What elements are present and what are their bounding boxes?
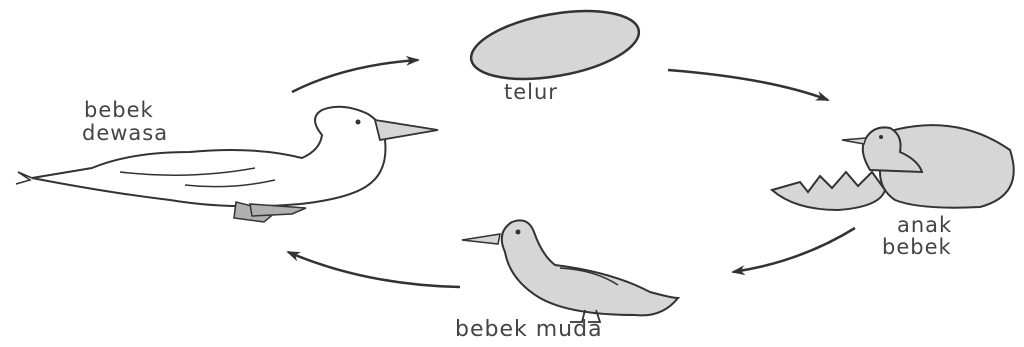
arrow-duckling-to-young (733, 228, 855, 272)
duckling-label-line2: bebek (882, 235, 952, 259)
arrow-egg-to-duckling (668, 70, 828, 100)
adult-duck-illustration (16, 107, 438, 222)
egg-illustration (466, 0, 644, 90)
young-duck-illustration (462, 220, 678, 322)
egg-label: telur (504, 80, 558, 104)
adult-duck-label-line1: bebek (84, 98, 154, 122)
duckling-illustration (772, 125, 1014, 210)
young-duck-label: bebek muda (455, 318, 603, 342)
adult-duck-label-line2: dewasa (82, 121, 168, 145)
arrow-adult-to-egg (292, 60, 418, 92)
duckling-label-line1: anak (897, 213, 952, 237)
arrow-young-to-adult (288, 252, 460, 287)
